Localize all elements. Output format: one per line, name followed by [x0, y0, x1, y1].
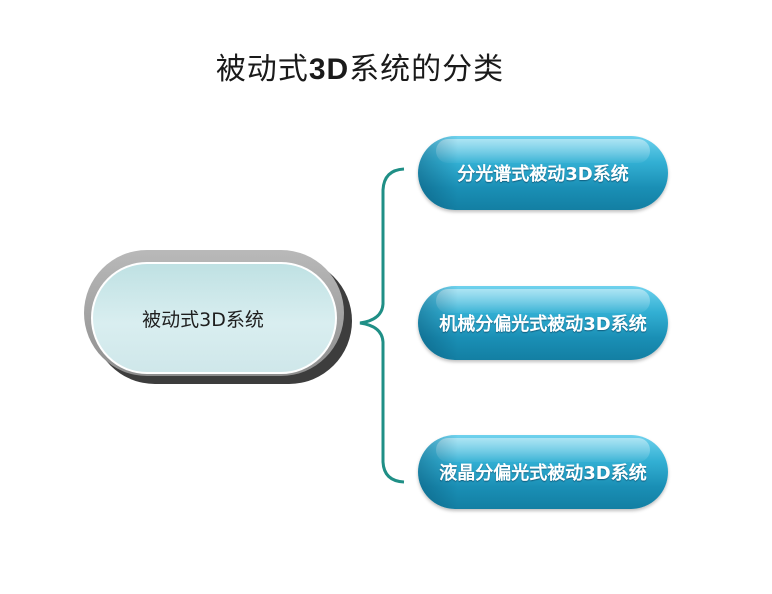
child-node-label: 分光谱式被动3D系统 — [457, 164, 629, 185]
diagram-title: 被动式3D系统的分类 — [0, 44, 720, 88]
root-node-label: 被动式3D系统 — [142, 308, 264, 331]
root-node: 被动式3D系统 — [91, 262, 337, 374]
brace-path — [359, 167, 405, 484]
child-node-spectral: 分光谱式被动3D系统 — [418, 136, 668, 210]
child-node-label: 机械分偏光式被动3D系统 — [439, 314, 647, 335]
title-bold-3d: 3D — [308, 53, 350, 86]
child-node-mechanical-polarized: 机械分偏光式被动3D系统 — [418, 286, 668, 360]
title-suffix: 系统的分类 — [349, 52, 505, 87]
child-node-label: 液晶分偏光式被动3D系统 — [439, 463, 647, 484]
title-prefix: 被动式 — [215, 52, 309, 87]
child-node-lcd-polarized: 液晶分偏光式被动3D系统 — [418, 435, 668, 509]
